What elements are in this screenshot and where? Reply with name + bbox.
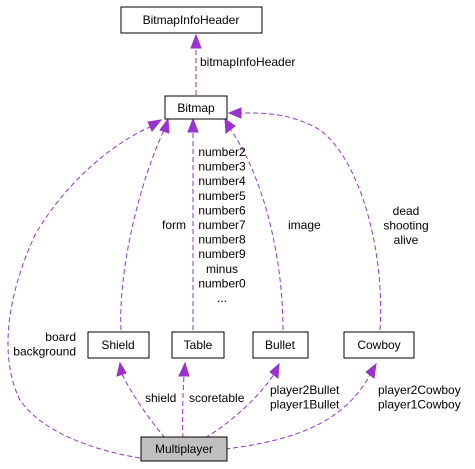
- edge-multiplayer-to-table: [178, 361, 190, 439]
- edge-table-to-bitmap: [187, 117, 199, 330]
- edge-label-line: board: [45, 330, 76, 344]
- edge-multiplayer-to-bullet: [204, 362, 280, 439]
- node-label: Cowboy: [357, 338, 400, 352]
- edge-label-line: player1Bullet: [270, 398, 340, 412]
- node-table[interactable]: Table: [171, 331, 225, 359]
- edge-label-line: player1Cowboy: [378, 398, 461, 412]
- edge-label-line: number7: [198, 218, 246, 232]
- edge-label-line: shooting: [383, 219, 428, 233]
- edge-label-line: player2Cowboy: [378, 383, 461, 397]
- edge-multiplayer-to-shield: [116, 361, 166, 439]
- edge-label-image: image: [288, 218, 321, 232]
- edge-label-line: form: [162, 218, 186, 232]
- edge-bitmap-to-bitmapinfoheader: [190, 33, 202, 95]
- node-bitmapinfoheader[interactable]: BitmapInfoHeader: [120, 6, 263, 34]
- edge-label-line: number9: [198, 247, 246, 261]
- edge-label-line: number3: [198, 160, 246, 174]
- edge-label-line: minus: [206, 262, 238, 276]
- edge-label-line: scoretable: [189, 391, 245, 405]
- edge-label-line: shield: [145, 391, 176, 405]
- node-label: Shield: [101, 338, 134, 352]
- edge-label-line: image: [288, 218, 321, 232]
- node-label: Multiplayer: [155, 442, 213, 456]
- edge-multiplayer-to-bitmap: [7, 119, 163, 459]
- edge-label-scoretable: scoretable: [189, 391, 245, 405]
- edge-label-line: number8: [198, 233, 246, 247]
- node-label: Table: [184, 338, 213, 352]
- node-shield[interactable]: Shield: [87, 331, 150, 359]
- edge-label-line: number2: [198, 145, 246, 159]
- edge-label-form: form: [162, 218, 186, 232]
- edge-bullet-to-bitmap: [224, 117, 284, 331]
- edge-label-line: dead: [393, 204, 420, 218]
- edge-label-line: background: [13, 345, 76, 359]
- node-label: BitmapInfoHeader: [143, 13, 240, 27]
- node-label: Bullet: [265, 338, 296, 352]
- node-cowboy[interactable]: Cowboy: [343, 331, 415, 359]
- edge-label-shield: shield: [145, 391, 176, 405]
- edge-multiplayer-to-cowboy: [224, 362, 377, 450]
- edge-label-line: bitmapInfoHeader: [200, 55, 295, 69]
- edge-label-line: number0: [198, 276, 246, 290]
- edge-label-line: number4: [198, 174, 246, 188]
- edge-label-line: alive: [394, 233, 419, 247]
- edge-label-line: player2Bullet: [270, 383, 340, 397]
- node-label: Bitmap: [177, 101, 215, 115]
- node-bullet[interactable]: Bullet: [252, 331, 309, 359]
- edge-label-line: number5: [198, 189, 246, 203]
- edge-label-line: ...: [217, 291, 227, 305]
- edge-label-bitmapinfoheader: bitmapInfoHeader: [200, 55, 295, 69]
- edge-shield-to-bitmap: [120, 117, 170, 331]
- edge-label-line: number6: [198, 203, 246, 217]
- edge-cowboy-to-bitmap: [227, 107, 382, 331]
- node-bitmap[interactable]: Bitmap: [164, 95, 228, 120]
- node-multiplayer[interactable]: Multiplayer: [140, 436, 228, 462]
